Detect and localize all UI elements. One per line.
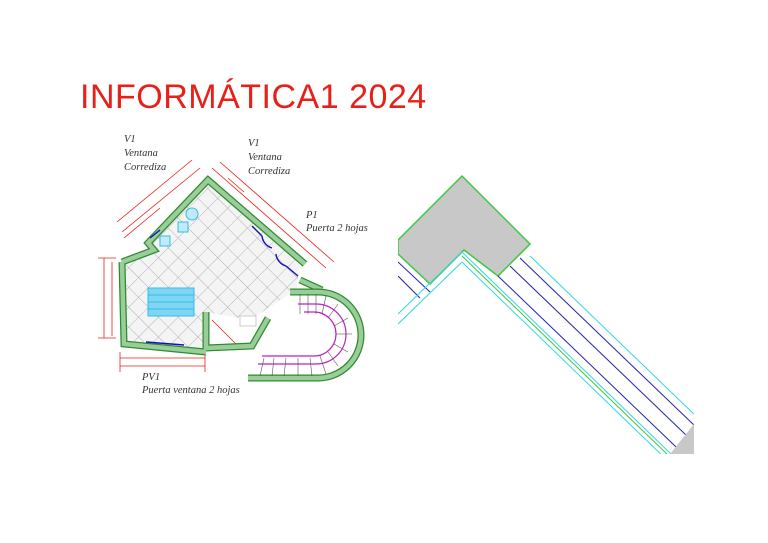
pv1-code: PV1 bbox=[141, 372, 160, 383]
v1-right-line1: Ventana bbox=[248, 152, 282, 163]
doors-windows bbox=[145, 225, 299, 346]
v1-left-line1: Ventana bbox=[124, 148, 158, 159]
corner-detail-view bbox=[398, 174, 694, 454]
page-title: INFORMÁTICA1 2024 bbox=[80, 78, 427, 116]
p1-code: P1 bbox=[305, 210, 318, 221]
p1-line1: Puerta 2 hojas bbox=[305, 223, 368, 234]
v1-left-code: V1 bbox=[124, 134, 136, 145]
v1-right-line2: Corrediza bbox=[248, 166, 290, 177]
v1-left-line2: Corrediza bbox=[124, 162, 166, 173]
v1-right-code: V1 bbox=[248, 138, 260, 149]
pv1-line1: Puerta ventana 2 hojas bbox=[141, 385, 240, 396]
stair-tower bbox=[248, 288, 365, 382]
furniture bbox=[147, 207, 257, 327]
